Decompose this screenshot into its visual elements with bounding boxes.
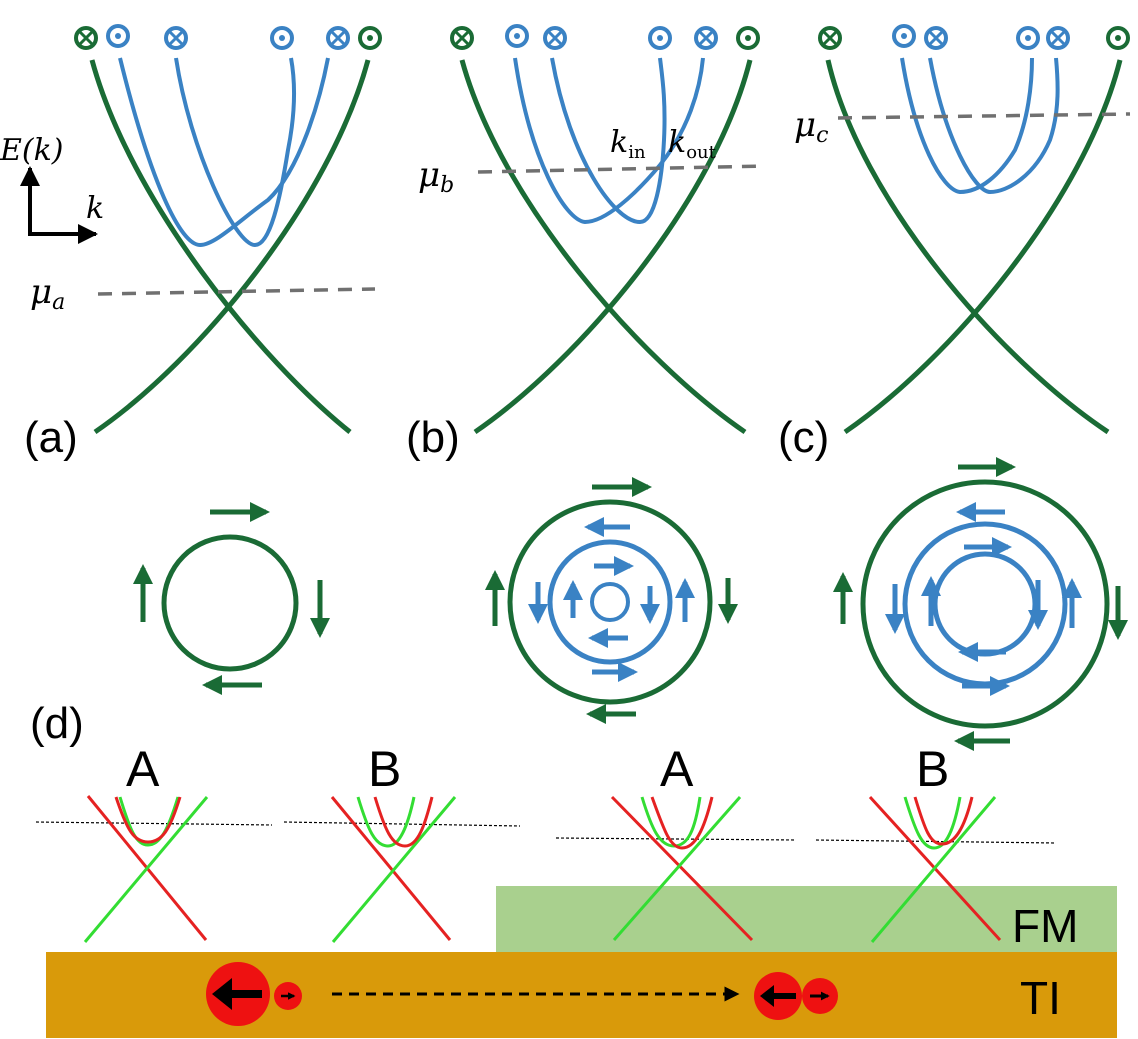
spin-out-icon (892, 24, 916, 48)
spin-out-icon (106, 24, 130, 48)
spin-in-icon (543, 26, 567, 50)
band-diagram-site-b-right: B (815, 741, 1057, 943)
spin-in-icon (694, 26, 718, 50)
mu-c-label: μc (794, 105, 828, 148)
spin-arrow-icon (274, 982, 302, 1010)
outer-band-left (89, 59, 352, 434)
energy-axis-label: E(k) (0, 133, 64, 168)
panel-label-c: (c) (778, 413, 829, 462)
spin-out-icon (1106, 26, 1130, 50)
k-in-label: kin (610, 125, 646, 163)
inner-band-left (118, 57, 330, 248)
band-diagram-site-b-left: B (283, 741, 521, 943)
spin-in-icon (74, 26, 98, 50)
band-diagram-site-a-right: A (555, 741, 797, 942)
site-label: A (126, 741, 160, 797)
inner-band-right (174, 57, 296, 248)
site-label: B (916, 741, 949, 797)
spin-in-icon (450, 26, 474, 50)
panel-a: μa E(k) k (a) (0, 24, 382, 462)
spin-in-icon (326, 26, 350, 50)
outer-band-left (459, 59, 747, 435)
mu-line-c (837, 112, 1131, 120)
spin-out-icon (358, 26, 382, 50)
spin-out-icon (505, 24, 529, 48)
site-label: A (660, 741, 694, 797)
spin-in-icon (164, 26, 188, 50)
site-label: B (368, 741, 401, 797)
panel-label-a: (a) (24, 413, 78, 462)
outer-band-right (843, 59, 1123, 435)
spin-arrow-icon (206, 962, 270, 1026)
fm-layer (496, 886, 1117, 954)
fermi-contour-b (485, 477, 738, 724)
spin-in-icon (818, 26, 842, 50)
outer-band-right (473, 59, 753, 435)
spin-in-icon (924, 26, 948, 50)
spin-out-icon (270, 26, 294, 50)
k-out-label: kout (668, 125, 717, 163)
band-diagram-site-a-left: A (35, 741, 273, 943)
panel-label-d: (d) (30, 699, 84, 748)
inner-band-left (513, 57, 705, 225)
mu-line-b (477, 164, 766, 174)
spin-out-icon (648, 26, 672, 50)
spin-out-icon (1016, 26, 1040, 50)
spin-arrow-icon (754, 972, 802, 1020)
fermi-contour-a (133, 502, 330, 695)
outer-band-right (93, 59, 371, 435)
panel-b: μb kin kout (b) (406, 24, 766, 462)
inner-band-right (928, 57, 1060, 195)
inner-band-right (550, 57, 667, 225)
panel-c: μc (c) (778, 24, 1131, 462)
spin-in-icon (1046, 26, 1070, 50)
momentum-axis-label: k (86, 191, 104, 226)
mu-b-label: μb (418, 155, 454, 198)
fm-layer-label: FM (1012, 900, 1078, 952)
ti-layer-label: TI (1020, 972, 1061, 1024)
panel-label-b: (b) (406, 413, 460, 462)
panel-d: (d) FM TI A B A (30, 699, 1117, 1038)
mu-a-label: μa (30, 272, 65, 315)
spin-out-icon (736, 26, 760, 50)
spin-arrow-icon (802, 978, 838, 1014)
fermi-contour-c (833, 457, 1128, 751)
